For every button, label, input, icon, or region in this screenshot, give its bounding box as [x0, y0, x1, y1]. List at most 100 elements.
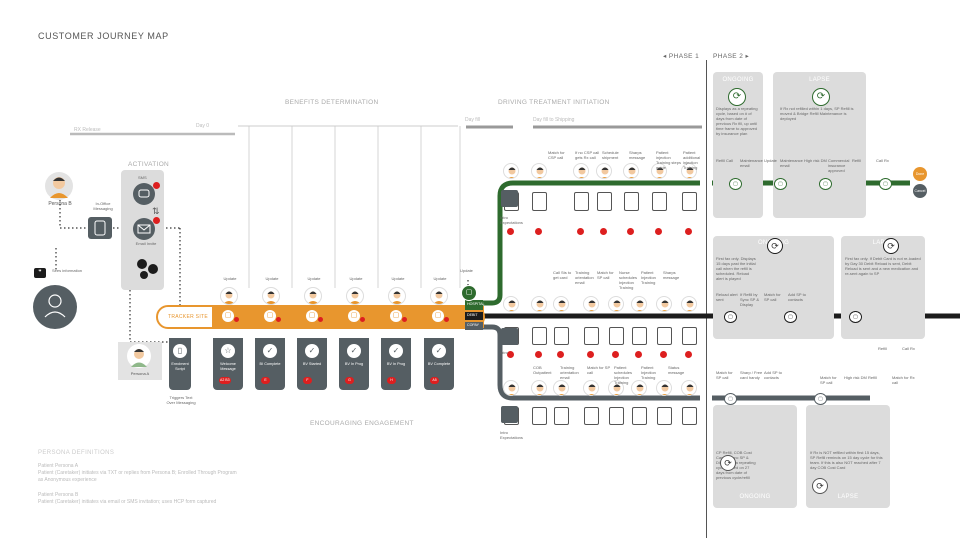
- user-avatar: [346, 287, 364, 305]
- track-label-green: HOSPITAL: [467, 302, 485, 306]
- ribbon-card-label: BV Complete: [427, 362, 451, 366]
- alert-dot: [577, 228, 584, 235]
- update-label: Update: [307, 276, 321, 281]
- step-doc-icon: [584, 327, 599, 345]
- user-avatar: [531, 380, 547, 396]
- step-icon: ▯: [173, 344, 187, 358]
- phase2-step-label: Refill: [852, 158, 861, 163]
- ribbon-badge: E: [261, 377, 270, 384]
- chat-icon[interactable]: ▢: [729, 178, 742, 190]
- chat-icon[interactable]: ▢: [348, 310, 360, 322]
- step-doc-icon: [554, 327, 569, 345]
- step-doc-icon: [657, 407, 672, 425]
- step-icon: ✓: [432, 344, 446, 358]
- email-badge: [153, 217, 160, 224]
- step-icon: ✓: [347, 344, 361, 358]
- step-label: COB Outpatient: [533, 365, 552, 375]
- user-avatar: [583, 296, 599, 312]
- step-card[interactable]: [501, 328, 518, 345]
- alert-dot: [318, 317, 323, 322]
- user-avatar: [631, 296, 647, 312]
- step-label: Sharps message: [629, 150, 646, 160]
- gray-left-label: Intro: [500, 350, 509, 355]
- chat-icon[interactable]: ▢: [724, 311, 737, 323]
- phone-icon: [94, 220, 106, 236]
- chat-icon[interactable]: ▢: [306, 310, 318, 322]
- chat-icon[interactable]: ▢: [814, 393, 827, 405]
- alert-dot: [402, 317, 407, 322]
- step-doc-icon: [554, 407, 569, 425]
- phase2-black-lapse-card: [841, 236, 925, 339]
- chat-icon[interactable]: ▢: [390, 310, 402, 322]
- ribbon-badge: A5: [430, 377, 439, 384]
- update-label: Update: [391, 276, 405, 281]
- alert-dot: [635, 351, 642, 358]
- user-avatar: [681, 296, 697, 312]
- phase2-card-text: Displays as a repeating cycle, based on …: [716, 106, 758, 136]
- sms-icon[interactable]: [133, 183, 155, 205]
- alert-dot: [276, 317, 281, 322]
- user-avatar: [681, 163, 697, 179]
- phase2-card-title: ONGOING: [722, 77, 754, 83]
- alert-dot: [507, 351, 514, 358]
- step-doc-icon: [632, 327, 647, 345]
- section-driving: DRIVING TREATMENT INITIATION: [498, 99, 610, 106]
- persona-a-def-title: Patient Persona A: [38, 463, 79, 469]
- persona-icon: [50, 177, 68, 198]
- phase2-label: PHASE 2 ▸: [713, 53, 750, 60]
- user-avatar: [503, 296, 519, 312]
- step-card[interactable]: [501, 406, 518, 423]
- step-card[interactable]: [501, 190, 518, 207]
- step-doc-icon: [597, 192, 612, 211]
- step-doc-icon: [632, 407, 647, 425]
- social-icons: [136, 258, 158, 280]
- chat-icon[interactable]: ▢: [432, 310, 444, 322]
- alert-dot: [655, 228, 662, 235]
- alert-dot: [587, 351, 594, 358]
- phase2-step-label: Reload alert sent: [716, 292, 738, 302]
- update-label: Update: [265, 276, 279, 281]
- tracker-site-label: TRACKER SITE: [168, 314, 208, 320]
- step-doc-icon: [574, 192, 589, 211]
- step-doc-icon: [532, 192, 547, 211]
- ribbon-badge: G: [345, 377, 354, 384]
- timeline-day-fill-shipping: Day fill to Shipping: [533, 117, 575, 123]
- step-doc-icon: [682, 327, 697, 345]
- phase2-step-label: Match for Rx call: [892, 375, 915, 385]
- phase2-step-label: Call Rx: [876, 158, 889, 163]
- user-avatar: [531, 163, 547, 179]
- alert-dot: [685, 228, 692, 235]
- alert-dot: [660, 351, 667, 358]
- step-icon: ✓: [305, 344, 319, 358]
- step-label: Schedule shipment: [602, 150, 619, 160]
- chat-icon[interactable]: ▢: [849, 311, 862, 323]
- alert-dot: [535, 228, 542, 235]
- chat-icon[interactable]: ▢: [879, 178, 892, 190]
- ribbon-badge: H: [387, 377, 396, 384]
- chat-icon[interactable]: ▢: [264, 310, 276, 322]
- cycle-icon: ⟳: [767, 238, 783, 254]
- alert-dot: [627, 228, 634, 235]
- step-label: Patient Injection Training: [641, 270, 656, 285]
- step-doc-icon: [532, 327, 547, 345]
- chat-icon[interactable]: ▢: [774, 178, 787, 190]
- step-icon: ☆: [221, 344, 235, 358]
- chat-icon[interactable]: ▢: [724, 393, 737, 405]
- user-avatar: [304, 287, 322, 305]
- step-doc-icon: [532, 407, 547, 425]
- chat-icon[interactable]: ▢: [784, 311, 797, 323]
- gray-left-label: Expectations: [500, 435, 523, 440]
- user-avatar: [531, 296, 547, 312]
- chat-icon[interactable]: ▢: [819, 178, 832, 190]
- chat-icon[interactable]: ▢: [461, 285, 477, 301]
- phase2-step-label: Call Rx: [902, 346, 915, 351]
- chat-icon[interactable]: ▢: [222, 310, 234, 322]
- sms-label: SMS: [138, 175, 147, 180]
- phase2-step-label: Maintenance email: [740, 158, 763, 168]
- step-label: Training orientation email: [575, 270, 594, 285]
- user-avatar: [608, 380, 624, 396]
- update-label: Update: [460, 268, 473, 273]
- step-label: Patient schedules Injection Training: [614, 365, 633, 385]
- email-icon[interactable]: [133, 218, 155, 240]
- user-avatar: [623, 163, 639, 179]
